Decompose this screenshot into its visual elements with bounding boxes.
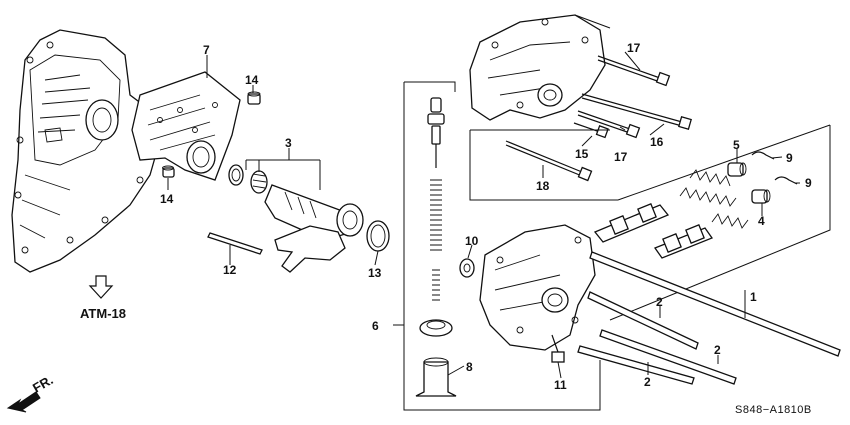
callout-16: 16 bbox=[650, 135, 664, 149]
spool-valve-lower bbox=[653, 224, 714, 259]
callout-2-c: 2 bbox=[644, 375, 651, 389]
pin-part-12 bbox=[207, 232, 263, 255]
dowel-pin-part-14-upper bbox=[247, 91, 261, 105]
callout-9-b: 9 bbox=[805, 176, 812, 190]
callout-12: 12 bbox=[223, 263, 237, 277]
bolt-part-18 bbox=[505, 140, 593, 182]
callout-13: 13 bbox=[368, 266, 382, 280]
callout-6: 6 bbox=[372, 319, 379, 333]
front-direction-arrow-icon bbox=[6, 391, 41, 413]
separator-plate-part-7 bbox=[131, 71, 241, 181]
leader-lines bbox=[167, 51, 800, 379]
reference-label: ATM-18 bbox=[80, 306, 126, 321]
spool-valve-upper bbox=[593, 203, 670, 243]
lower-valve-body bbox=[479, 224, 596, 351]
spring-lower bbox=[711, 213, 749, 229]
callout-14-upper: 14 bbox=[245, 73, 259, 87]
direction-label: FR. bbox=[30, 372, 56, 395]
callout-5: 5 bbox=[733, 138, 740, 152]
callout-17-upper: 17 bbox=[627, 41, 641, 55]
shift-fork-assembly-part-3 bbox=[228, 164, 364, 273]
spring-mid bbox=[689, 169, 731, 187]
callout-18: 18 bbox=[536, 179, 550, 193]
callout-7: 7 bbox=[203, 43, 210, 57]
diagram-code: S848−A1810B bbox=[735, 404, 812, 416]
o-ring-part-13 bbox=[366, 220, 390, 252]
valve-assembly-box-part-6 bbox=[403, 81, 601, 411]
callout-2-a: 2 bbox=[656, 295, 663, 309]
rod-part-2-b bbox=[599, 329, 737, 385]
bolt-part-17-upper bbox=[597, 55, 671, 87]
assembly-outline-upper bbox=[469, 14, 831, 321]
callout-14-lower: 14 bbox=[160, 192, 174, 206]
callout-3: 3 bbox=[285, 136, 292, 150]
upper-valve-body bbox=[469, 14, 606, 121]
callout-15: 15 bbox=[575, 147, 589, 161]
cap-part-10 bbox=[459, 258, 475, 278]
reference-arrow-icon bbox=[88, 275, 114, 299]
bolt-part-16 bbox=[581, 93, 692, 130]
callout-10: 10 bbox=[465, 234, 479, 248]
callout-9-a: 9 bbox=[786, 151, 793, 165]
transmission-housing bbox=[11, 29, 161, 273]
clip-part-9-lower bbox=[774, 176, 798, 185]
callout-17-lower: 17 bbox=[614, 150, 628, 164]
dowel-pin-part-14-lower bbox=[162, 165, 175, 178]
callout-8: 8 bbox=[466, 360, 473, 374]
callout-11: 11 bbox=[554, 378, 567, 392]
cap-part-5 bbox=[727, 162, 747, 177]
spring-upper bbox=[679, 187, 737, 207]
callout-1: 1 bbox=[750, 290, 757, 304]
bolt-part-17-lower bbox=[577, 110, 641, 139]
cap-part-4 bbox=[751, 189, 771, 204]
rod-part-1 bbox=[589, 251, 841, 357]
clip-part-9-upper bbox=[751, 151, 775, 160]
rod-part-2-c bbox=[577, 345, 695, 385]
rod-part-2-a bbox=[587, 291, 699, 350]
callout-2-b: 2 bbox=[714, 343, 721, 357]
valve-stack-part-6 bbox=[415, 97, 457, 397]
callout-4: 4 bbox=[758, 214, 765, 228]
